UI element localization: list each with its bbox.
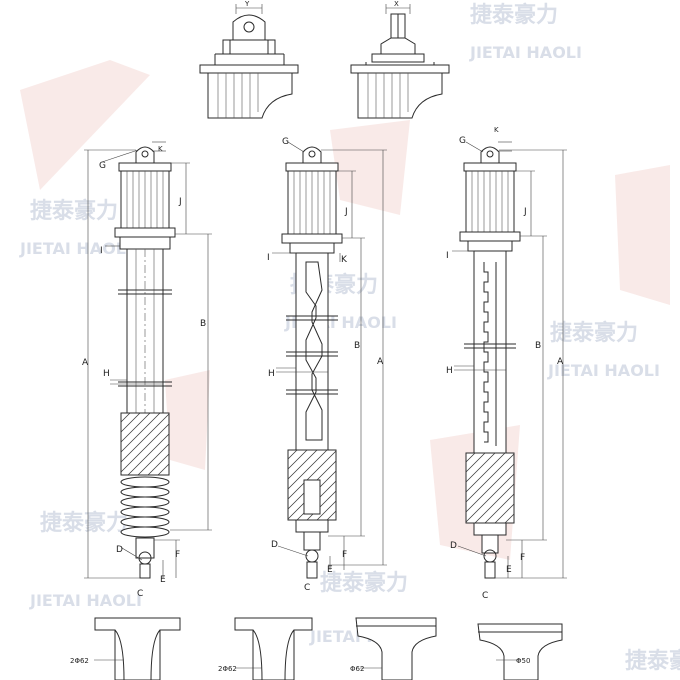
actuator-unit-rack: A B J K G I H D E F C — [446, 126, 567, 601]
top-detail-lug: Y — [199, 0, 299, 119]
dim-label-h: H — [446, 366, 453, 376]
top-detail-pin: X — [350, 0, 450, 119]
dim-label-d: D — [450, 541, 457, 551]
dim-label-c: C — [137, 589, 143, 599]
dim-label-f: F — [342, 550, 347, 560]
dim-label-f: F — [175, 550, 180, 560]
dim-label-k: K — [494, 126, 499, 134]
guide-slot — [305, 261, 323, 441]
mount-flange — [281, 233, 343, 244]
watermark-cn: 捷泰豪力 — [30, 198, 118, 224]
dim-label-i: I — [446, 251, 449, 261]
watermark-cn: 捷泰豪力 — [470, 2, 558, 28]
watermark-en: JIETAI HAOLI — [469, 43, 582, 62]
dim-label-f: F — [520, 553, 525, 563]
watermark-cn: 捷泰豪力 — [625, 648, 680, 674]
watermark-cn: 捷泰豪力 — [40, 510, 128, 536]
bottom-label: Φ50 — [516, 657, 530, 665]
dim-label-h: H — [268, 369, 275, 379]
dim-label-y: Y — [244, 0, 250, 8]
dim-label-j: J — [178, 197, 182, 207]
watermark-en: JIETAI HAOLI — [19, 239, 132, 258]
mount-flange — [114, 227, 176, 238]
watermark-en: JIETAI HAOLI — [29, 591, 142, 610]
watermark-en: JIETAI HAOLI — [547, 361, 660, 380]
dim-label-k: K — [341, 255, 348, 265]
dim-label-d: D — [271, 540, 278, 550]
dim-label-e: E — [506, 565, 512, 575]
dim-label-c: C — [482, 591, 488, 601]
gear-rack — [483, 262, 489, 443]
dim-label-k: K — [158, 145, 163, 153]
dim-label-g: G — [99, 161, 106, 171]
bottom-detail-1: 2Φ62 — [70, 617, 181, 680]
dim-label-b: B — [535, 341, 541, 351]
hatched-cylinder — [120, 412, 170, 476]
dim-label-j: J — [523, 207, 527, 217]
dim-label-j: J — [344, 207, 348, 217]
lifting-lug — [135, 146, 155, 164]
dim-label-x: X — [394, 0, 399, 8]
lifting-lug — [480, 146, 500, 164]
spring-coils — [120, 476, 170, 538]
actuator-unit-slot: A B J K G I H D E F C — [267, 137, 387, 593]
bottom-detail-4: Φ50 — [477, 623, 563, 680]
dim-label-a: A — [82, 358, 89, 368]
dim-label-g: G — [459, 136, 466, 146]
bottom-label: 2Φ62 — [218, 665, 237, 673]
dim-label-h: H — [103, 369, 110, 379]
dim-label-e: E — [160, 575, 166, 585]
bottom-detail-2: 2Φ62 — [218, 617, 313, 680]
actuator-unit-spring: A B J G K I H D E F C — [82, 141, 212, 599]
dim-label-b: B — [354, 341, 360, 351]
dim-label-a: A — [377, 357, 384, 367]
dim-label-g: G — [282, 137, 289, 147]
watermark: 捷泰豪力 JIETAI HAOLI 捷泰豪力 JIETAI HAOLI 捷泰豪力… — [19, 2, 680, 674]
bottom-label: 2Φ62 — [70, 657, 89, 665]
dim-label-e: E — [327, 565, 333, 575]
dim-label-b: B — [200, 319, 206, 329]
main-tube — [473, 250, 507, 454]
watermark-cn: 捷泰豪力 — [550, 320, 638, 346]
dim-label-d: D — [116, 545, 123, 555]
dim-label-i: I — [100, 246, 103, 256]
dim-label-a: A — [557, 357, 564, 367]
bottom-detail-3: Φ62 — [350, 617, 437, 680]
dim-label-i: I — [267, 253, 270, 263]
lifting-lug — [302, 146, 322, 164]
head-cap — [118, 162, 172, 172]
dim-label-c: C — [304, 583, 310, 593]
watermark-cn: 捷泰豪力 — [320, 570, 408, 596]
bottom-label: Φ62 — [350, 665, 364, 673]
mount-flange — [459, 231, 521, 242]
